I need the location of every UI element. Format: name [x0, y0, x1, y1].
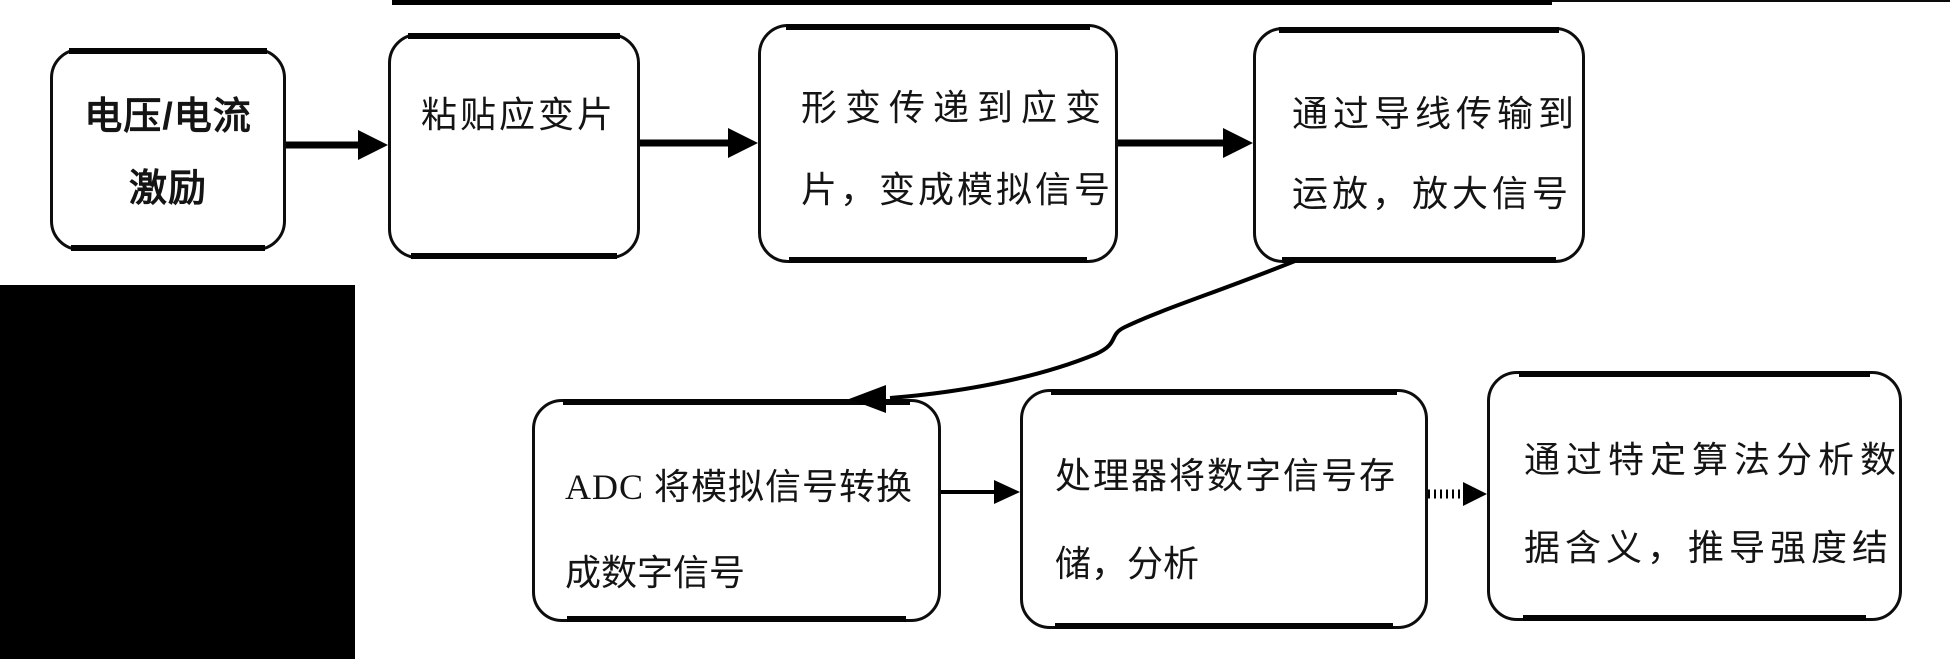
arrow-shaft: [286, 141, 364, 149]
arrowhead-icon: [358, 130, 388, 160]
arrow-deform-to-opamp: [1118, 128, 1253, 158]
arrow-shaft: [1118, 139, 1229, 147]
page-rule-line: [392, 0, 1552, 5]
arrow-processor-to-algorithm-dashed: [1428, 479, 1487, 509]
node-label: 形变传递到应变: [801, 88, 1110, 128]
arrow-shaft: [640, 139, 734, 147]
flow-node-wire-to-opamp: 通过导线传输到 运放，放大信号: [1253, 27, 1585, 263]
page-rule-line-faint: [1552, 0, 1950, 2]
flow-node-algorithm-analyze: 通过特定算法分析数 据含义，推导强度结: [1487, 371, 1902, 621]
node-label: ADC 将模拟信号转换: [565, 467, 914, 507]
arrowhead-icon: [1223, 128, 1253, 158]
flow-node-processor-store: 处理器将数字信号存 储，分析: [1020, 389, 1428, 629]
node-label: 电压/电流: [84, 96, 252, 138]
arrow-excitation-to-attach-gauge: [286, 130, 388, 160]
arrow-adc-to-processor: [941, 477, 1020, 507]
redaction-block: [0, 285, 355, 659]
node-label: 运放，放大信号: [1292, 174, 1573, 214]
curve-shaft: [889, 259, 1296, 400]
arrow-attach-gauge-to-deform: [640, 128, 758, 158]
node-label: 储，分析: [1055, 544, 1200, 584]
flow-node-deform-to-gauge: 形变传递到应变 片，变成模拟信号: [758, 24, 1118, 263]
node-label: 片，变成模拟信号: [801, 170, 1114, 210]
node-label: 处理器将数字信号存: [1055, 456, 1398, 496]
flow-node-adc-convert: ADC 将模拟信号转换 成数字信号: [532, 399, 941, 622]
arrowhead-icon: [994, 480, 1020, 504]
arrowhead-icon: [1463, 482, 1487, 506]
node-label: 通过导线传输到: [1292, 94, 1580, 134]
node-label: 通过特定算法分析数: [1524, 440, 1903, 480]
flow-node-excitation: 电压/电流 激励: [50, 48, 286, 251]
arrow-shaft: [941, 490, 998, 494]
flow-node-attach-gauge: 粘贴应变片: [388, 33, 640, 259]
node-label: 据含义，推导强度结: [1524, 528, 1894, 568]
node-label: 激励: [128, 168, 207, 210]
node-label: 成数字信号: [565, 553, 746, 593]
node-label: 粘贴应变片: [421, 95, 617, 135]
arrow-dashed-shaft: [1428, 489, 1467, 499]
arrowhead-icon: [728, 128, 758, 158]
